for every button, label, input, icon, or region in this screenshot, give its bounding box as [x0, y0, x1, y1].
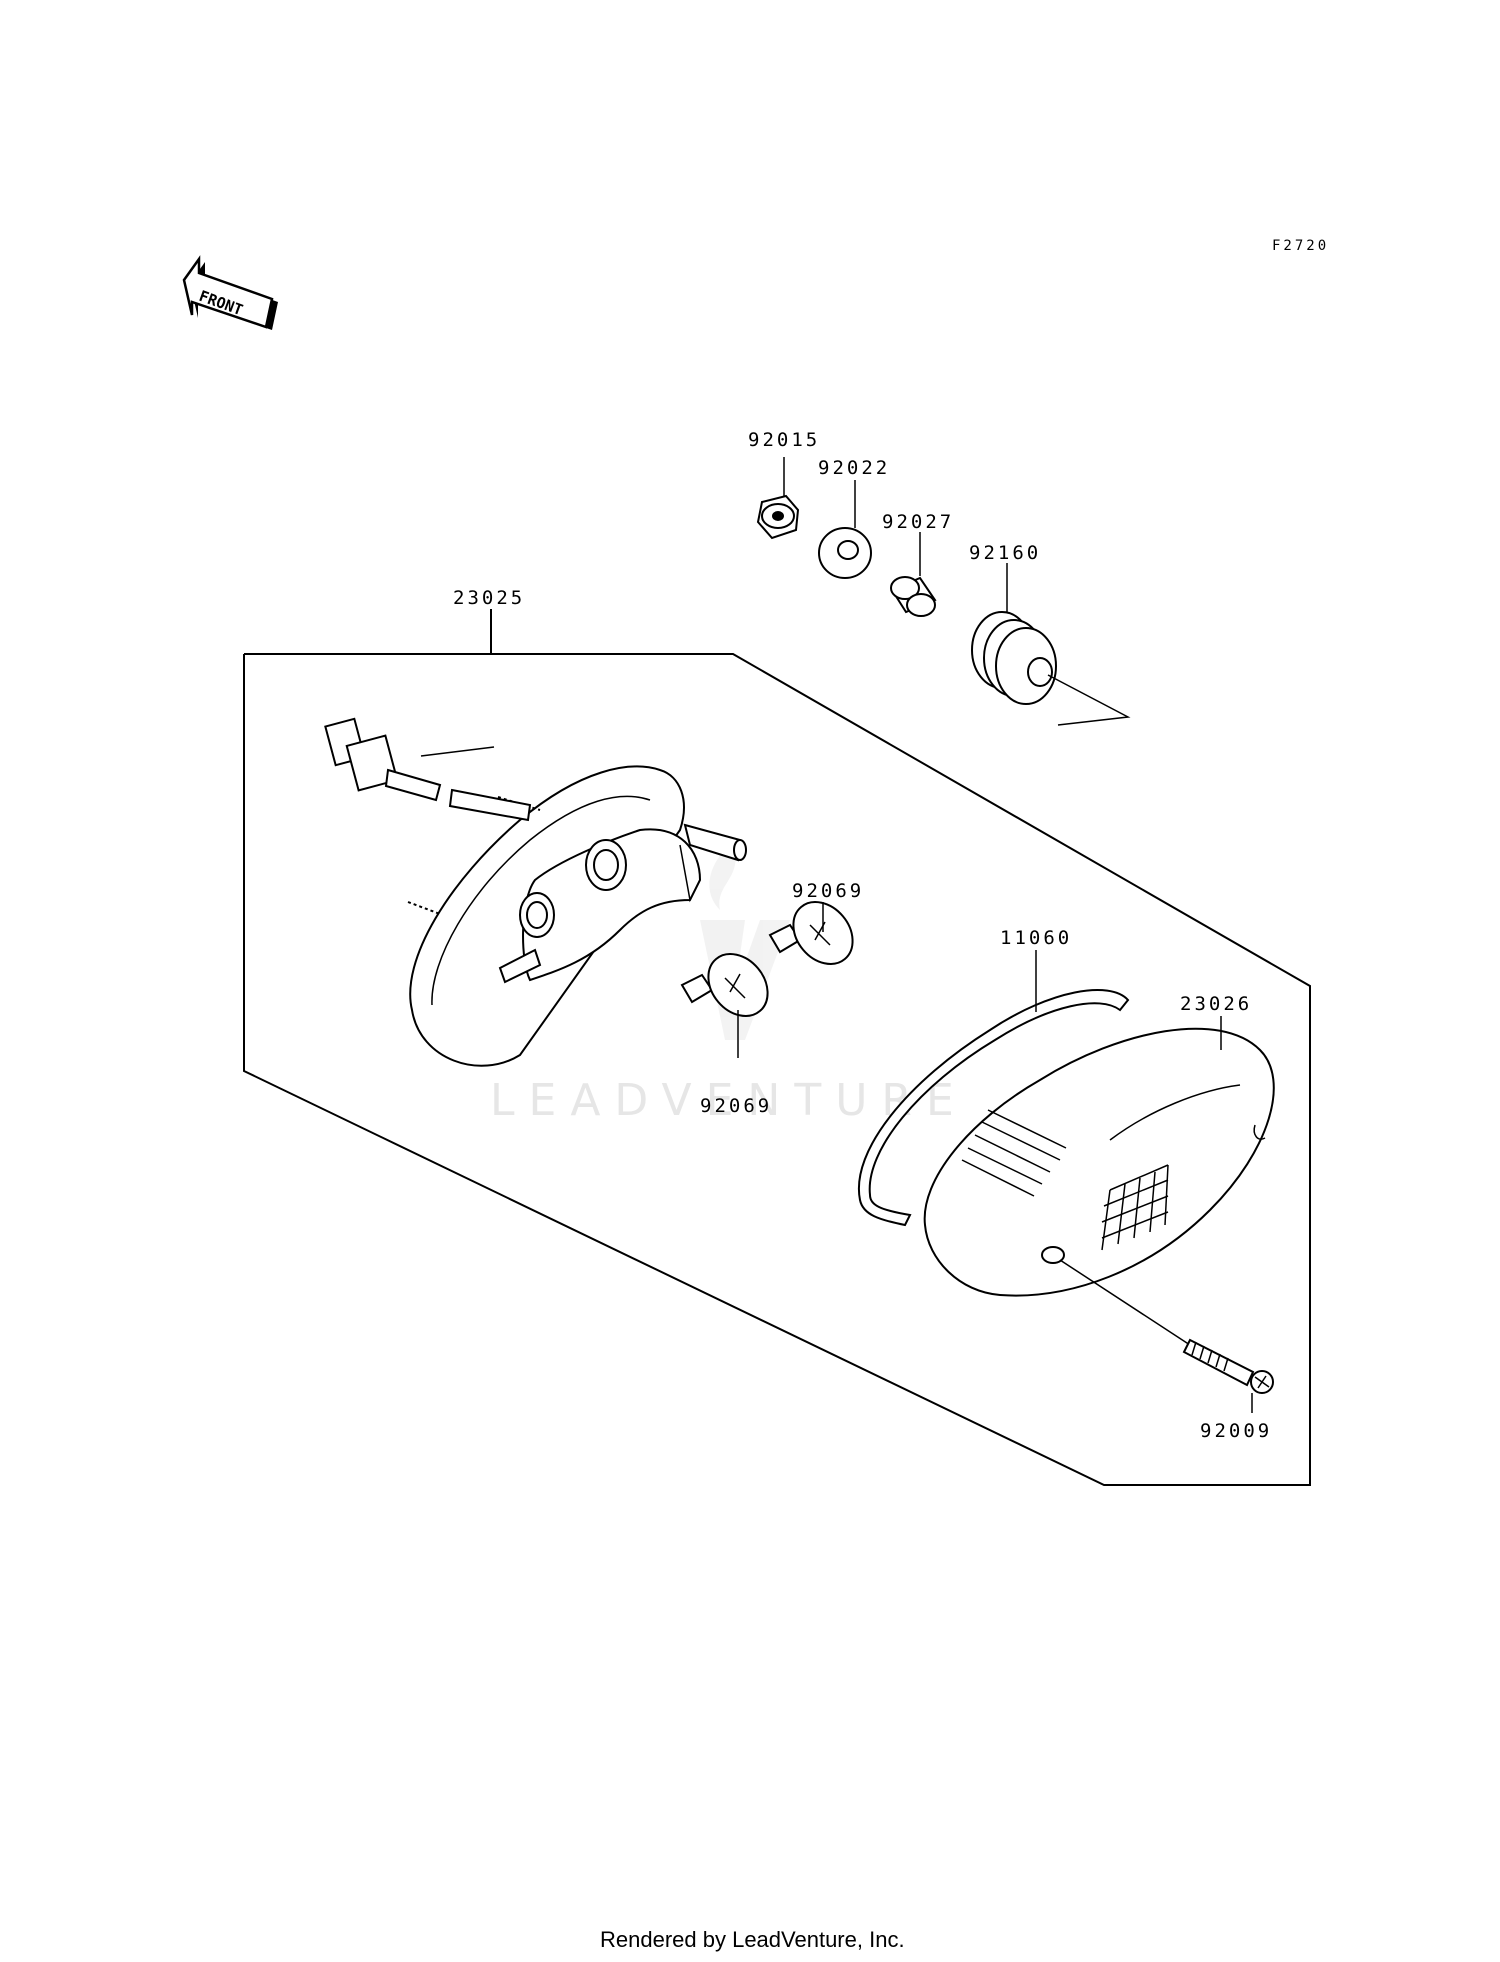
assembly-outline [243, 653, 1311, 1486]
screw-92009 [1182, 1338, 1274, 1394]
watermark-text: LEADVENTURE [490, 1075, 968, 1126]
callout-11060: 11060 [1000, 927, 1072, 949]
callout-92069-upper: 92069 [792, 880, 864, 902]
grommet-92160 [971, 611, 1057, 705]
callout-23025: 23025 [453, 587, 525, 609]
collar-92027 [890, 576, 937, 617]
lens-grid [1101, 1164, 1169, 1251]
callout-92069-lower: 92069 [700, 1095, 772, 1117]
callout-92009: 92009 [1200, 1420, 1272, 1442]
footer-credit: Rendered by LeadVenture, Inc. [600, 1927, 905, 1952]
front-arrow-icon: FRONT [182, 255, 278, 330]
gasket-11060 [857, 989, 1130, 1227]
callout-92027: 92027 [882, 511, 954, 533]
callout-92015: 92015 [748, 429, 820, 451]
bulb-92069-upper [768, 901, 854, 965]
callout-92022: 92022 [818, 457, 890, 479]
nut-92015 [756, 494, 800, 540]
bulb-92069-lower [680, 953, 769, 1017]
callout-92160: 92160 [969, 542, 1041, 564]
wire-harness-connector [324, 717, 532, 822]
tail-lamp-housing [409, 765, 747, 1067]
lens-23026 [923, 1027, 1275, 1297]
washer-92022 [818, 527, 872, 579]
callout-23026: 23026 [1180, 993, 1252, 1015]
housing-studs [407, 796, 541, 915]
figure-code: F2720 [1272, 238, 1329, 254]
